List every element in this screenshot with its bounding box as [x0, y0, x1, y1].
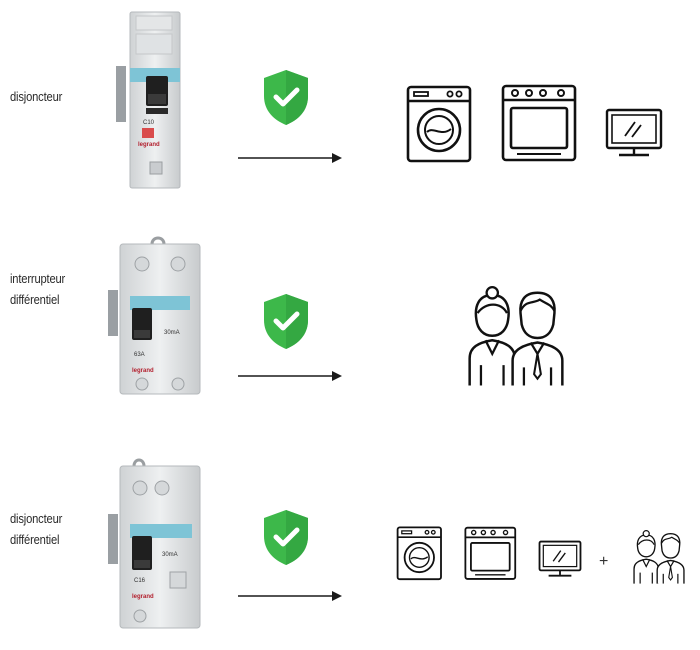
row-disjoncteur-differentiel: disjoncteur différentiel 30mA C16 legran… — [0, 440, 700, 645]
label-line-1: disjoncteur — [10, 511, 63, 526]
plus-sign: + — [599, 553, 609, 570]
row-disjoncteur: disjoncteur C10 legrand — [0, 0, 700, 210]
brand-text: legrand — [132, 594, 154, 600]
label-line-1: disjoncteur — [10, 89, 63, 104]
brand-text: legrand — [138, 142, 160, 148]
breaker-rating-text: C10 — [143, 120, 155, 126]
residual-current-switch-device: 30mA 63A legrand — [108, 234, 208, 398]
brand-text: legrand — [132, 368, 154, 374]
row-interrupteur-differentiel: interrupteur différentiel 30mA 63A legra… — [0, 220, 700, 410]
monitor-icon — [605, 108, 663, 158]
label-line-2: différentiel — [10, 532, 60, 547]
shield-icon — [261, 508, 311, 566]
oven-icon — [501, 84, 579, 164]
washing-machine-icon — [406, 85, 474, 165]
label-disjoncteur-differentiel: disjoncteur différentiel — [10, 508, 62, 550]
label-line-2: différentiel — [10, 292, 60, 307]
people-icon — [464, 285, 568, 390]
label-interrupteur-differentiel: interrupteur différentiel — [10, 268, 65, 310]
arrow-right-icon — [237, 152, 344, 164]
shield-icon — [261, 292, 311, 350]
label-disjoncteur: disjoncteur — [10, 86, 62, 107]
people-icon — [632, 529, 686, 586]
arrow-right-icon — [237, 370, 344, 382]
oven-icon — [464, 526, 518, 582]
rcbo-device: 30mA C16 legrand — [108, 456, 208, 632]
monitor-icon — [538, 540, 582, 578]
arrow-right-icon — [237, 590, 344, 602]
circuit-breaker-device: C10 legrand — [112, 11, 192, 189]
sensitivity-text: 30mA — [162, 552, 178, 558]
sensitivity-text: 30mA — [164, 330, 180, 336]
rcbo-rating-text: C16 — [134, 578, 146, 584]
shield-icon — [261, 68, 311, 126]
label-line-1: interrupteur — [10, 271, 66, 286]
washing-machine-icon — [396, 526, 444, 582]
switch-rating-text: 63A — [134, 352, 145, 358]
